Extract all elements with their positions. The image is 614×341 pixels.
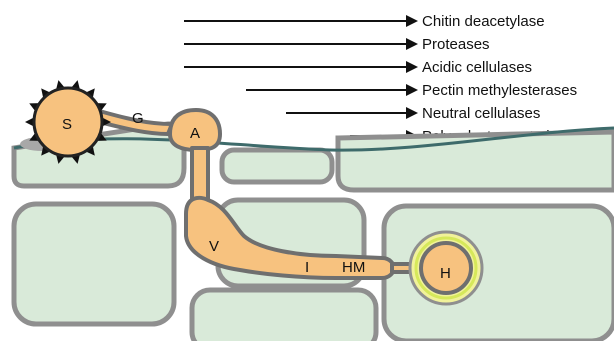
enzyme-arrow-chitin-deacetylase: Chitin deacetylase bbox=[184, 13, 545, 30]
label-haustorium: H bbox=[440, 265, 451, 282]
enzyme-arrow-proteases: Proteases bbox=[184, 36, 490, 53]
label-appressorium: A bbox=[190, 125, 200, 142]
enzyme-timeline: Chitin deacetylase Proteases Acidic cell… bbox=[184, 13, 581, 145]
mesophyll-cell-left bbox=[14, 204, 174, 324]
penetration-peg bbox=[192, 148, 208, 200]
label-spore: S bbox=[62, 116, 72, 133]
enzyme-label-acidic-cellulases: Acidic cellulases bbox=[422, 59, 532, 76]
label-vesicle: V bbox=[209, 238, 219, 255]
enzyme-label-proteases: Proteases bbox=[422, 36, 490, 53]
plant-tissue bbox=[14, 124, 614, 341]
enzyme-arrow-pectin-methylesterases: Pectin methylesterases bbox=[246, 82, 577, 99]
label-infection-hypha: I bbox=[305, 259, 309, 276]
enzyme-arrow-neutral-cellulases: Neutral cellulases bbox=[286, 105, 540, 122]
label-haustorial-mother-cell: HM bbox=[342, 259, 365, 276]
enzyme-label-pectin-methylesterases: Pectin methylesterases bbox=[422, 82, 577, 99]
label-germ-tube: G bbox=[132, 110, 144, 127]
enzyme-label-neutral-cellulases: Neutral cellulases bbox=[422, 105, 540, 122]
epidermal-cell-small bbox=[222, 150, 332, 182]
mesophyll-cell-bottom bbox=[192, 290, 376, 341]
enzyme-label-chitin-deacetylase: Chitin deacetylase bbox=[422, 13, 545, 30]
enzyme-arrow-acidic-cellulases: Acidic cellulases bbox=[184, 59, 532, 76]
